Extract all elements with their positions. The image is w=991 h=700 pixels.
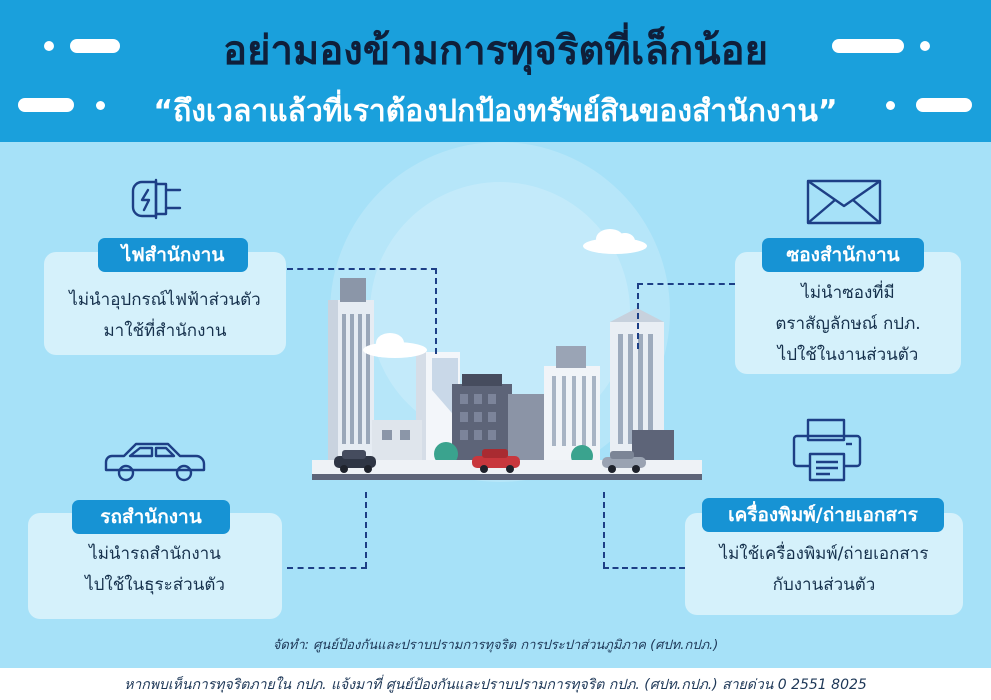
card-electricity-title: ไฟสำนักงาน [98, 238, 248, 272]
envelope-icon [806, 179, 882, 225]
decor-bar [832, 39, 904, 53]
cloud-decoration [583, 229, 647, 254]
cloud-decoration [363, 333, 427, 358]
footer-hotline-text: หากพบเห็นการทุจริตภายใน กปภ. แจ้งมาที่ ศ… [124, 677, 867, 693]
page-subtitle: “ถึงเวลาแล้วที่เราต้องปกป้องทรัพย์สินของ… [153, 94, 838, 129]
decor-bar [70, 39, 120, 53]
city-illustration [312, 278, 702, 480]
page-title: อย่ามองข้ามการทุจริตที่เล็กน้อย [222, 28, 769, 74]
card-electricity-line-2: มาใช้ที่สำนักงาน [103, 321, 227, 341]
decor-bar [916, 98, 972, 112]
header-banner: อย่ามองข้ามการทุจริตที่เล็กน้อย “ถึงเวลา… [0, 0, 991, 142]
connector-line [637, 283, 735, 285]
card-printer-line-1: ไม่ใช้เครื่องพิมพ์/ถ่ายเอกสาร [719, 544, 929, 564]
card-car-line-2: ไปใช้ในธุระส่วนตัว [85, 575, 225, 595]
decor-dot [44, 41, 54, 51]
card-envelope-line-3: ไปใช้ในงานส่วนตัว [777, 345, 919, 365]
car-icon [104, 442, 206, 482]
decor-dot [96, 101, 105, 110]
card-printer-title: เครื่องพิมพ์/ถ่ายเอกสาร [702, 498, 944, 532]
connector-line [603, 492, 605, 568]
decor-bar [18, 98, 74, 112]
connector-line [287, 567, 367, 569]
card-envelope: ไม่นำซองที่มี ตราสัญลักษณ์ กปภ. ไปใช้ในง… [735, 252, 961, 374]
card-printer-line-2: กับงานส่วนตัว [772, 575, 876, 595]
card-envelope-line-1: ไม่นำซองที่มี [801, 283, 895, 303]
connector-line [603, 567, 685, 569]
card-car-title: รถสำนักงาน [72, 500, 230, 534]
credit-text: จัดทำ: ศูนย์ป้องกันและปราบปรามการทุจริต … [272, 638, 719, 653]
footer-bar: หากพบเห็นการทุจริตภายใน กปภ. แจ้งมาที่ ศ… [0, 668, 991, 700]
decor-dot [920, 41, 930, 51]
connector-line [435, 268, 437, 354]
card-car-line-1: ไม่นำรถสำนักงาน [89, 544, 221, 564]
card-envelope-title: ซองสำนักงาน [762, 238, 924, 272]
connector-line [287, 268, 437, 270]
electric-plug-icon [131, 178, 182, 220]
car-red [472, 449, 520, 473]
car-gray [602, 451, 646, 473]
connector-line [637, 283, 639, 349]
card-envelope-line-2: ตราสัญลักษณ์ กปภ. [775, 314, 921, 334]
printer-icon [792, 418, 862, 482]
connector-line [365, 492, 367, 568]
decor-dot [886, 101, 895, 110]
car-dark [334, 450, 376, 473]
card-electricity-line-1: ไม่นำอุปกรณ์ไฟฟ้าส่วนตัว [69, 290, 261, 310]
